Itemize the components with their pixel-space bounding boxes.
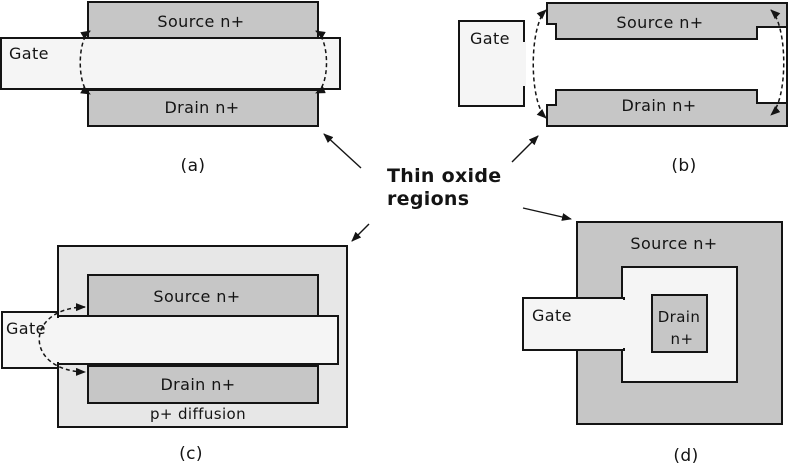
drain-region-d <box>651 294 708 353</box>
gate-label-b: Gate <box>470 29 510 48</box>
gate-ring-opening-d <box>620 300 626 348</box>
source-label-a: Source n+ <box>157 12 244 31</box>
drain-region-c <box>87 365 319 404</box>
gate-label-c: Gate <box>6 319 46 338</box>
thin-oxide-arc-left-a <box>79 30 91 95</box>
diagram-d: Source n+ Gate Drain n+ (d) <box>522 221 783 466</box>
caption-c: (c) <box>179 444 203 464</box>
thin-oxide-annotation: Thin oxide regions <box>323 133 572 242</box>
drain-region-a <box>87 89 319 127</box>
drain-region-b <box>546 89 788 127</box>
annotation-line1: Thin oxide <box>387 165 501 187</box>
annotation-arrow-to-c <box>351 223 370 242</box>
source-region-a <box>87 1 319 39</box>
source-label-b: Source n+ <box>616 13 703 32</box>
thin-oxide-arc-left-c <box>38 303 86 376</box>
source-label-c: Source n+ <box>153 287 240 306</box>
drain-label-line2-d: n+ <box>671 330 694 348</box>
thin-oxide-arc-left-b <box>532 9 547 119</box>
source-region-b <box>546 2 788 40</box>
p-diffusion-label-c: p+ diffusion <box>150 405 246 423</box>
annotation-arrow-to-d <box>522 207 572 221</box>
drain-label-a: Drain n+ <box>164 98 239 117</box>
gate-head-c <box>1 311 59 369</box>
drain-label-c: Drain n+ <box>160 375 235 394</box>
source-region-c <box>87 274 319 317</box>
annotation-line2: regions <box>387 188 469 210</box>
caption-d: (d) <box>673 446 698 466</box>
gate-label-d: Gate <box>532 306 572 325</box>
source-label-d: Source n+ <box>630 234 717 253</box>
annotation-arrow-to-a <box>323 133 362 169</box>
diagram-a: Source n+ Gate Drain n+ (a) <box>0 1 341 176</box>
gate-channel-opening-b <box>522 42 526 86</box>
drain-label-line1-d: Drain <box>658 308 701 326</box>
drain-label-b: Drain n+ <box>621 96 696 115</box>
gate-tab-d <box>522 297 625 351</box>
thin-oxide-arc-right-a <box>315 30 328 94</box>
caption-a: (a) <box>181 156 206 176</box>
diagram-c: Source n+ Gate Drain n+ p+ diffusion (c) <box>1 245 348 464</box>
gate-bar-join-c <box>55 318 60 362</box>
annotation-arrow-to-b <box>511 135 539 163</box>
gate-label-a: Gate <box>9 44 49 63</box>
gate-region-a <box>0 37 341 90</box>
thin-oxide-arc-right-b <box>770 9 785 116</box>
caption-b: (b) <box>671 156 696 176</box>
diagram-b: Source n+ Gate Drain n+ (b) <box>458 2 788 176</box>
